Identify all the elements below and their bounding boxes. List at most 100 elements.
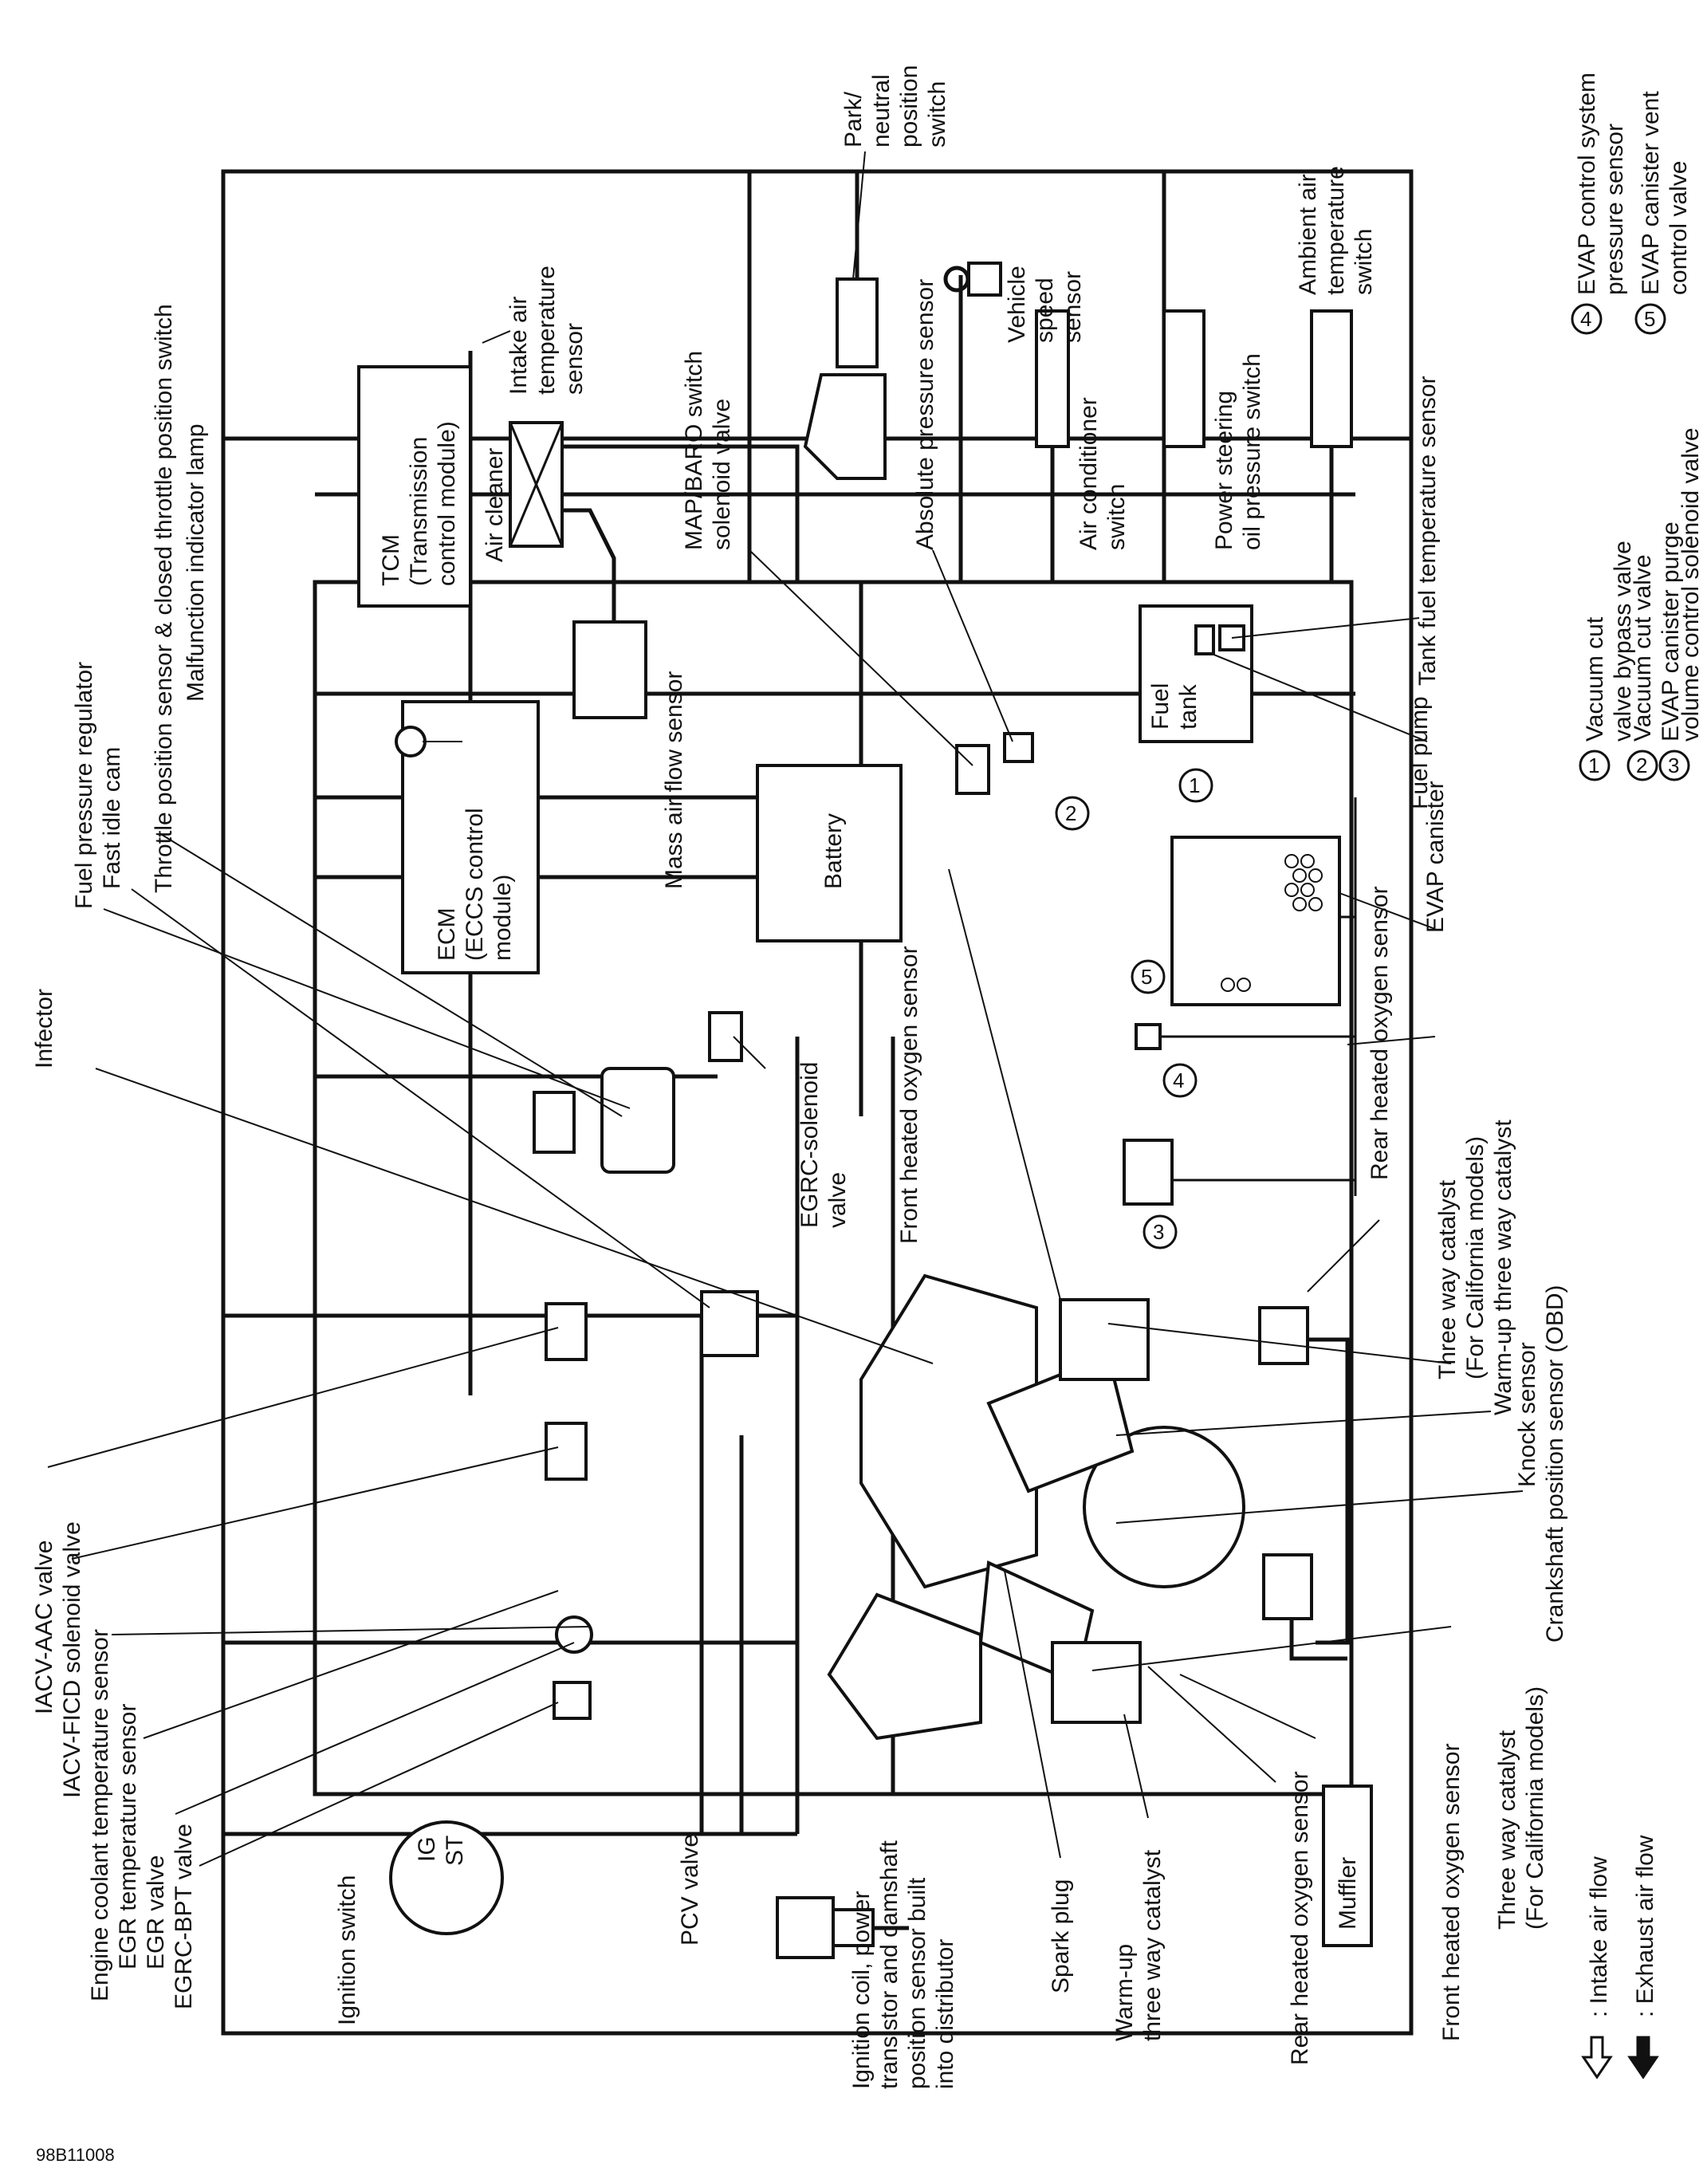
purge-volume-solenoid xyxy=(1123,1139,1174,1206)
three-way-cat-ca-left-label: Three way catalyst xyxy=(1494,1729,1520,1930)
crankshaft xyxy=(1083,1426,1245,1588)
ambient-air-label-3: switch xyxy=(1351,229,1377,295)
legend-5-text-2: control valve xyxy=(1666,161,1692,295)
iacv-aac-valve xyxy=(545,1302,588,1361)
ignition-ig-label: IG xyxy=(414,1836,440,1862)
pcv-valve-label: PCV valve xyxy=(677,1834,703,1946)
legend-3-text-2: volume control solenoid valve xyxy=(1677,427,1703,742)
legend-4-text: EVAP control system xyxy=(1574,73,1600,295)
air-cleaner-label: Air cleaner xyxy=(482,448,508,562)
fuel-tank-label-2: tank xyxy=(1175,683,1202,730)
leader-lines xyxy=(47,151,1524,1867)
ecm-label: ECM xyxy=(434,907,460,961)
iacv-ficd-label: IACV-FICD solenoid valve xyxy=(59,1521,85,1798)
legend-1-text: Vacuum cut xyxy=(1582,616,1608,742)
outer-wiring-frame xyxy=(221,169,1414,2036)
air-conditioner-label: Air conditioner xyxy=(1076,397,1102,550)
map-baro-solenoid xyxy=(955,744,990,795)
tcm-label-2: (Transmission xyxy=(406,437,432,586)
solid-arrow-icon xyxy=(1627,2036,1659,2080)
three-way-catalyst-right xyxy=(1059,1298,1150,1381)
vehicle-speed-sensor xyxy=(943,262,1002,297)
exhaust-pipe xyxy=(1308,1337,1350,1645)
marker-5: 5 xyxy=(1131,959,1166,994)
mass-air-flow-meter xyxy=(572,620,647,719)
mass-air-flow-label: Mass air flow sensor xyxy=(661,671,687,889)
front-heated-o2-left-label: Front heated oxygen sensor xyxy=(1438,1743,1465,2041)
ignition-coil-label-4: into distributor xyxy=(932,1939,958,2089)
air-conditioner-switch xyxy=(1035,309,1070,448)
ambient-air-label-2: temperature xyxy=(1323,166,1349,295)
warmup-three-way-left-label: Warm-up xyxy=(1111,1944,1138,2041)
exhaust-flow-label: : Exhaust air flow xyxy=(1632,1835,1658,2017)
intake-air-temp-label-3: sensor xyxy=(561,323,588,395)
hollow-arrow-icon xyxy=(1581,2036,1613,2080)
numbered-legend: 1 Vacuum cut valve bypass valve 2 Vacuum… xyxy=(1571,73,1703,781)
malfunction-indicator-lamp xyxy=(395,726,427,758)
tcm-label: TCM xyxy=(378,534,404,586)
ignition-coil-label: Ignition coil, power xyxy=(848,1891,875,2089)
egr-valve-label: EGR valve xyxy=(143,1855,169,1970)
egrc-solenoid-valve xyxy=(708,1011,743,1062)
ignition-st-label: ST xyxy=(442,1836,468,1866)
ambient-air-label: Ambient air xyxy=(1295,174,1321,295)
rear-heated-o2-right-label: Rear heated oxygen sensor xyxy=(1367,886,1393,1180)
egr-valve xyxy=(555,1615,593,1654)
absolute-pressure-label: Absolute pressure sensor xyxy=(912,279,938,550)
distributor xyxy=(776,1896,909,1959)
absolute-pressure-sensor xyxy=(1003,732,1034,763)
map-baro-label: MAP/BARO switch xyxy=(681,351,707,550)
egrc-bpt-label: EGRC-BPT valve xyxy=(171,1824,197,2009)
marker-3-num: 3 xyxy=(1153,1220,1164,1244)
marker-2-num: 2 xyxy=(1065,801,1076,825)
legend-4-num: 4 xyxy=(1580,307,1591,331)
marker-1: 1 xyxy=(1178,768,1213,803)
warmup-three-way-left-label-2: three way catalyst xyxy=(1139,1849,1166,2041)
malfunction-lamp-label: Malfunction indicator lamp xyxy=(183,423,209,702)
marker-1-num: 1 xyxy=(1189,773,1200,797)
intake-air-temp-label-2: temperature xyxy=(533,266,560,395)
fuel-pressure-regulator xyxy=(700,1290,759,1357)
evap-pressure-sensor xyxy=(1135,1023,1162,1050)
park-neutral-label-2: neutral xyxy=(868,74,895,148)
fuel-pump-label: Fuel pump xyxy=(1406,696,1433,809)
legend-2-text: Vacuum cut valve xyxy=(1630,554,1656,742)
evap-canister xyxy=(1170,836,1341,1006)
legend-5-text: EVAP canister vent xyxy=(1638,91,1664,295)
air-cleaner: Air cleaner xyxy=(482,421,564,562)
engine-coolant-label: Engine coolant temperature sensor xyxy=(87,1629,113,2001)
figure-id: 98B11008 xyxy=(36,2145,115,2165)
ecm-label-3: module) xyxy=(490,875,516,961)
legend-1-num: 1 xyxy=(1588,754,1599,777)
power-steering-switch xyxy=(1162,309,1205,448)
evap-canister-label: EVAP canister xyxy=(1422,781,1449,933)
ignition-switch-label: Ignition switch xyxy=(334,1875,360,2025)
throttle-position-label: Throttle position sensor & closed thrott… xyxy=(151,304,177,893)
egrc-solenoid-label-2: valve xyxy=(824,1172,851,1228)
rear-heated-o2-left-label: Rear heated oxygen sensor xyxy=(1287,1771,1313,2065)
flow-legend: : Intake air flow : Exhaust air flow xyxy=(1581,1835,1659,2080)
ignition-switch: IG ST xyxy=(389,1820,504,1935)
three-way-cat-ca-right-label-2: (For California models) xyxy=(1462,1136,1489,1379)
legend-3-text: EVAP canister purge xyxy=(1658,521,1684,742)
marker-2: 2 xyxy=(1055,796,1090,831)
labels: Park/ neutral position switch Vehicle sp… xyxy=(31,65,1568,2089)
muffler: Muffler xyxy=(1322,1785,1373,1947)
power-steering-label: Power steering xyxy=(1211,391,1237,550)
crankshaft-sensor-label: Crankshaft position sensor (OBD) xyxy=(1542,1285,1568,1643)
battery-label: Battery xyxy=(820,813,847,889)
three-way-catalyst-left xyxy=(1051,1641,1142,1724)
tank-fuel-temp-label: Tank fuel temperature sensor xyxy=(1414,376,1441,686)
tcm-label-3: control module) xyxy=(434,421,460,586)
iacv-aac-label: IACV-AAC valve xyxy=(31,1541,57,1714)
battery-box: Battery xyxy=(756,764,903,942)
fuel-tank: Fuel tank xyxy=(1139,604,1253,743)
legend-2-num: 2 xyxy=(1636,754,1647,777)
park-neutral-label-3: position xyxy=(896,65,922,148)
marker-4-num: 4 xyxy=(1173,1068,1184,1092)
muffler-label: Muffler xyxy=(1335,1857,1361,1930)
egr-temp-label: EGR temperature sensor xyxy=(115,1704,141,1970)
marker-3: 3 xyxy=(1143,1214,1178,1249)
warmup-catalyst-left xyxy=(1262,1553,1313,1620)
